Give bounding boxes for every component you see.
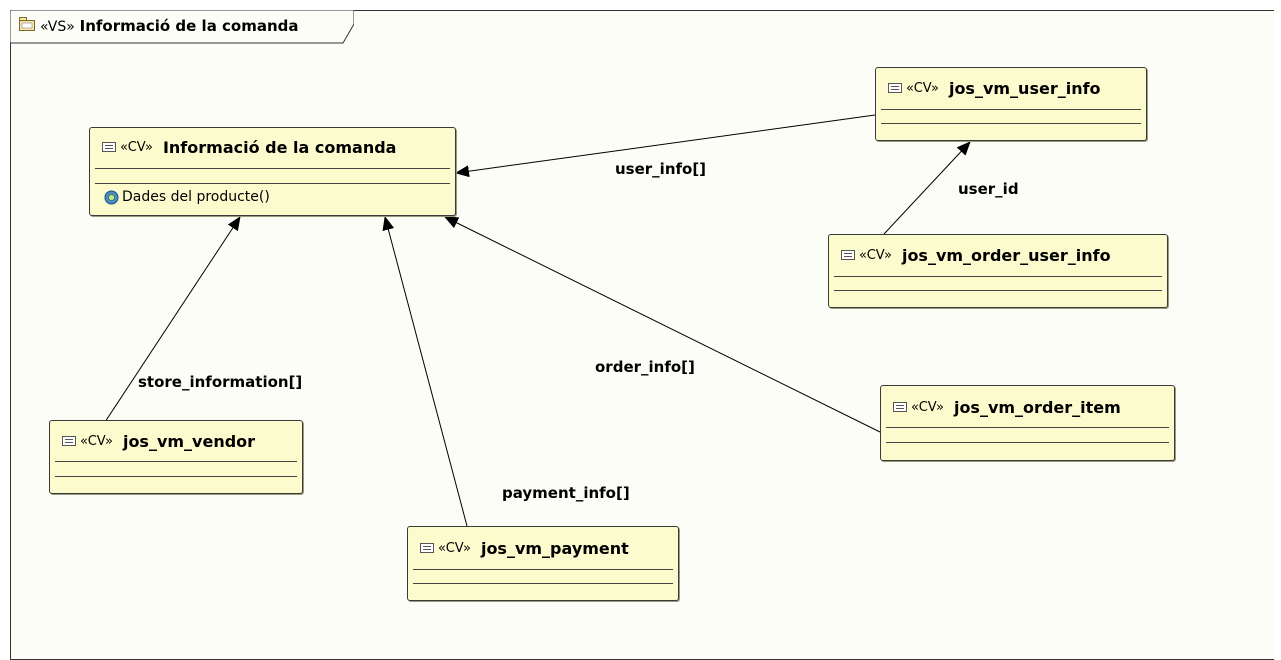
operation-label: Dades del producte() xyxy=(122,189,270,205)
edge-label-payment-info: payment_info[] xyxy=(502,484,630,502)
edge-label-user-id: user_id xyxy=(958,180,1019,198)
class-stereotype: «CV» xyxy=(80,433,113,449)
class-name: jos_vm_payment xyxy=(480,538,629,558)
class-name: jos_vm_order_user_info xyxy=(901,245,1111,265)
edge-label-order-info: order_info[] xyxy=(595,358,695,376)
class-name: jos_vm_vendor xyxy=(122,431,256,451)
frame-tab xyxy=(10,10,354,44)
view-icon xyxy=(420,543,434,553)
operation-icon xyxy=(104,190,119,205)
edge-user-info xyxy=(455,114,876,178)
class-name: jos_vm_order_item xyxy=(953,397,1121,417)
class-name: Informació de la comanda xyxy=(162,137,397,157)
frame-title: «VS» Informació de la comanda xyxy=(40,17,299,35)
edge-store-information xyxy=(104,216,241,423)
class-informacio-comanda[interactable]: «CV» Informació de la comanda Dades del … xyxy=(89,127,456,216)
frame-name: Informació de la comanda xyxy=(79,17,299,35)
class-jos-vm-payment[interactable]: «CV» jos_vm_payment xyxy=(407,526,679,601)
view-icon xyxy=(102,142,116,152)
edge-payment-info xyxy=(382,216,468,527)
edge-label-user-info: user_info[] xyxy=(615,160,707,178)
class-stereotype: «CV» xyxy=(859,247,892,263)
class-jos-vm-user-info[interactable]: «CV» jos_vm_user_info xyxy=(875,67,1147,141)
class-stereotype: «CV» xyxy=(911,399,944,415)
class-jos-vm-order-user-info[interactable]: «CV» jos_vm_order_user_info xyxy=(828,234,1168,308)
package-icon xyxy=(19,16,35,31)
view-icon xyxy=(888,83,902,93)
view-icon xyxy=(841,250,855,260)
edge-user-id xyxy=(883,141,971,235)
operation-row[interactable]: Dades del producte() xyxy=(104,189,270,205)
class-jos-vm-vendor[interactable]: «CV» jos_vm_vendor xyxy=(49,420,303,494)
edge-order-info xyxy=(444,216,881,433)
class-stereotype: «CV» xyxy=(120,139,153,155)
class-name: jos_vm_user_info xyxy=(948,78,1101,98)
edge-label-store-information: store_information[] xyxy=(138,373,303,391)
view-icon xyxy=(62,436,76,446)
class-stereotype: «CV» xyxy=(438,540,471,556)
class-stereotype: «CV» xyxy=(906,80,939,96)
view-icon xyxy=(893,402,907,412)
class-jos-vm-order-item[interactable]: «CV» jos_vm_order_item xyxy=(880,385,1175,461)
frame-stereotype: «VS» xyxy=(40,19,75,35)
